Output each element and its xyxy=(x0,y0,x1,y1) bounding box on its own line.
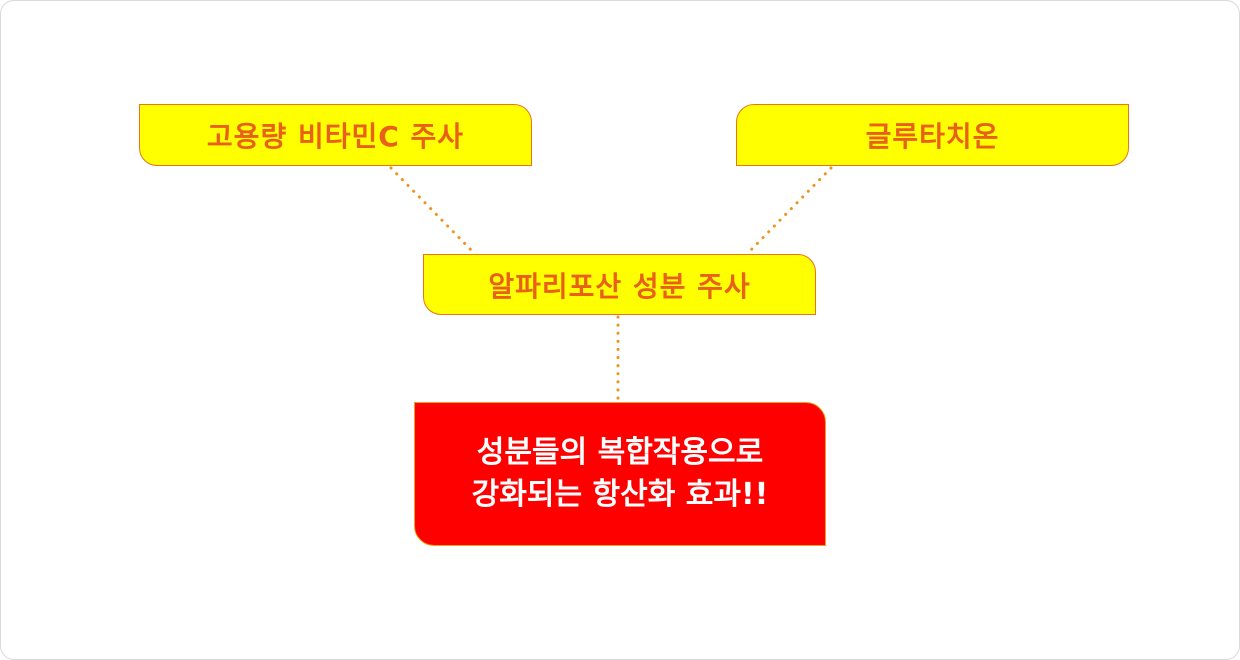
connector-vitamin-c-to-alpha-lipoic xyxy=(389,166,476,255)
node-glutathione: 글루타치온 xyxy=(736,104,1129,166)
result-line-2: 강화되는 항산화 효과!! xyxy=(471,477,769,512)
node-label: 글루타치온 xyxy=(865,120,1000,153)
node-vitamin-c-injection: 고용량 비타민C 주사 xyxy=(139,104,532,166)
node-label: 알파리포산 성분 주사 xyxy=(488,269,751,303)
node-synergy-result: 성분들의 복합작용으로 강화되는 항산화 효과!! xyxy=(414,402,826,546)
node-alpha-lipoic-acid-injection: 알파리포산 성분 주사 xyxy=(423,254,816,315)
node-label: 고용량 비타민C 주사 xyxy=(206,120,465,153)
connector-glutathione-to-alpha-lipoic xyxy=(746,166,833,255)
result-line-1: 성분들의 복합작용으로 xyxy=(476,435,764,470)
